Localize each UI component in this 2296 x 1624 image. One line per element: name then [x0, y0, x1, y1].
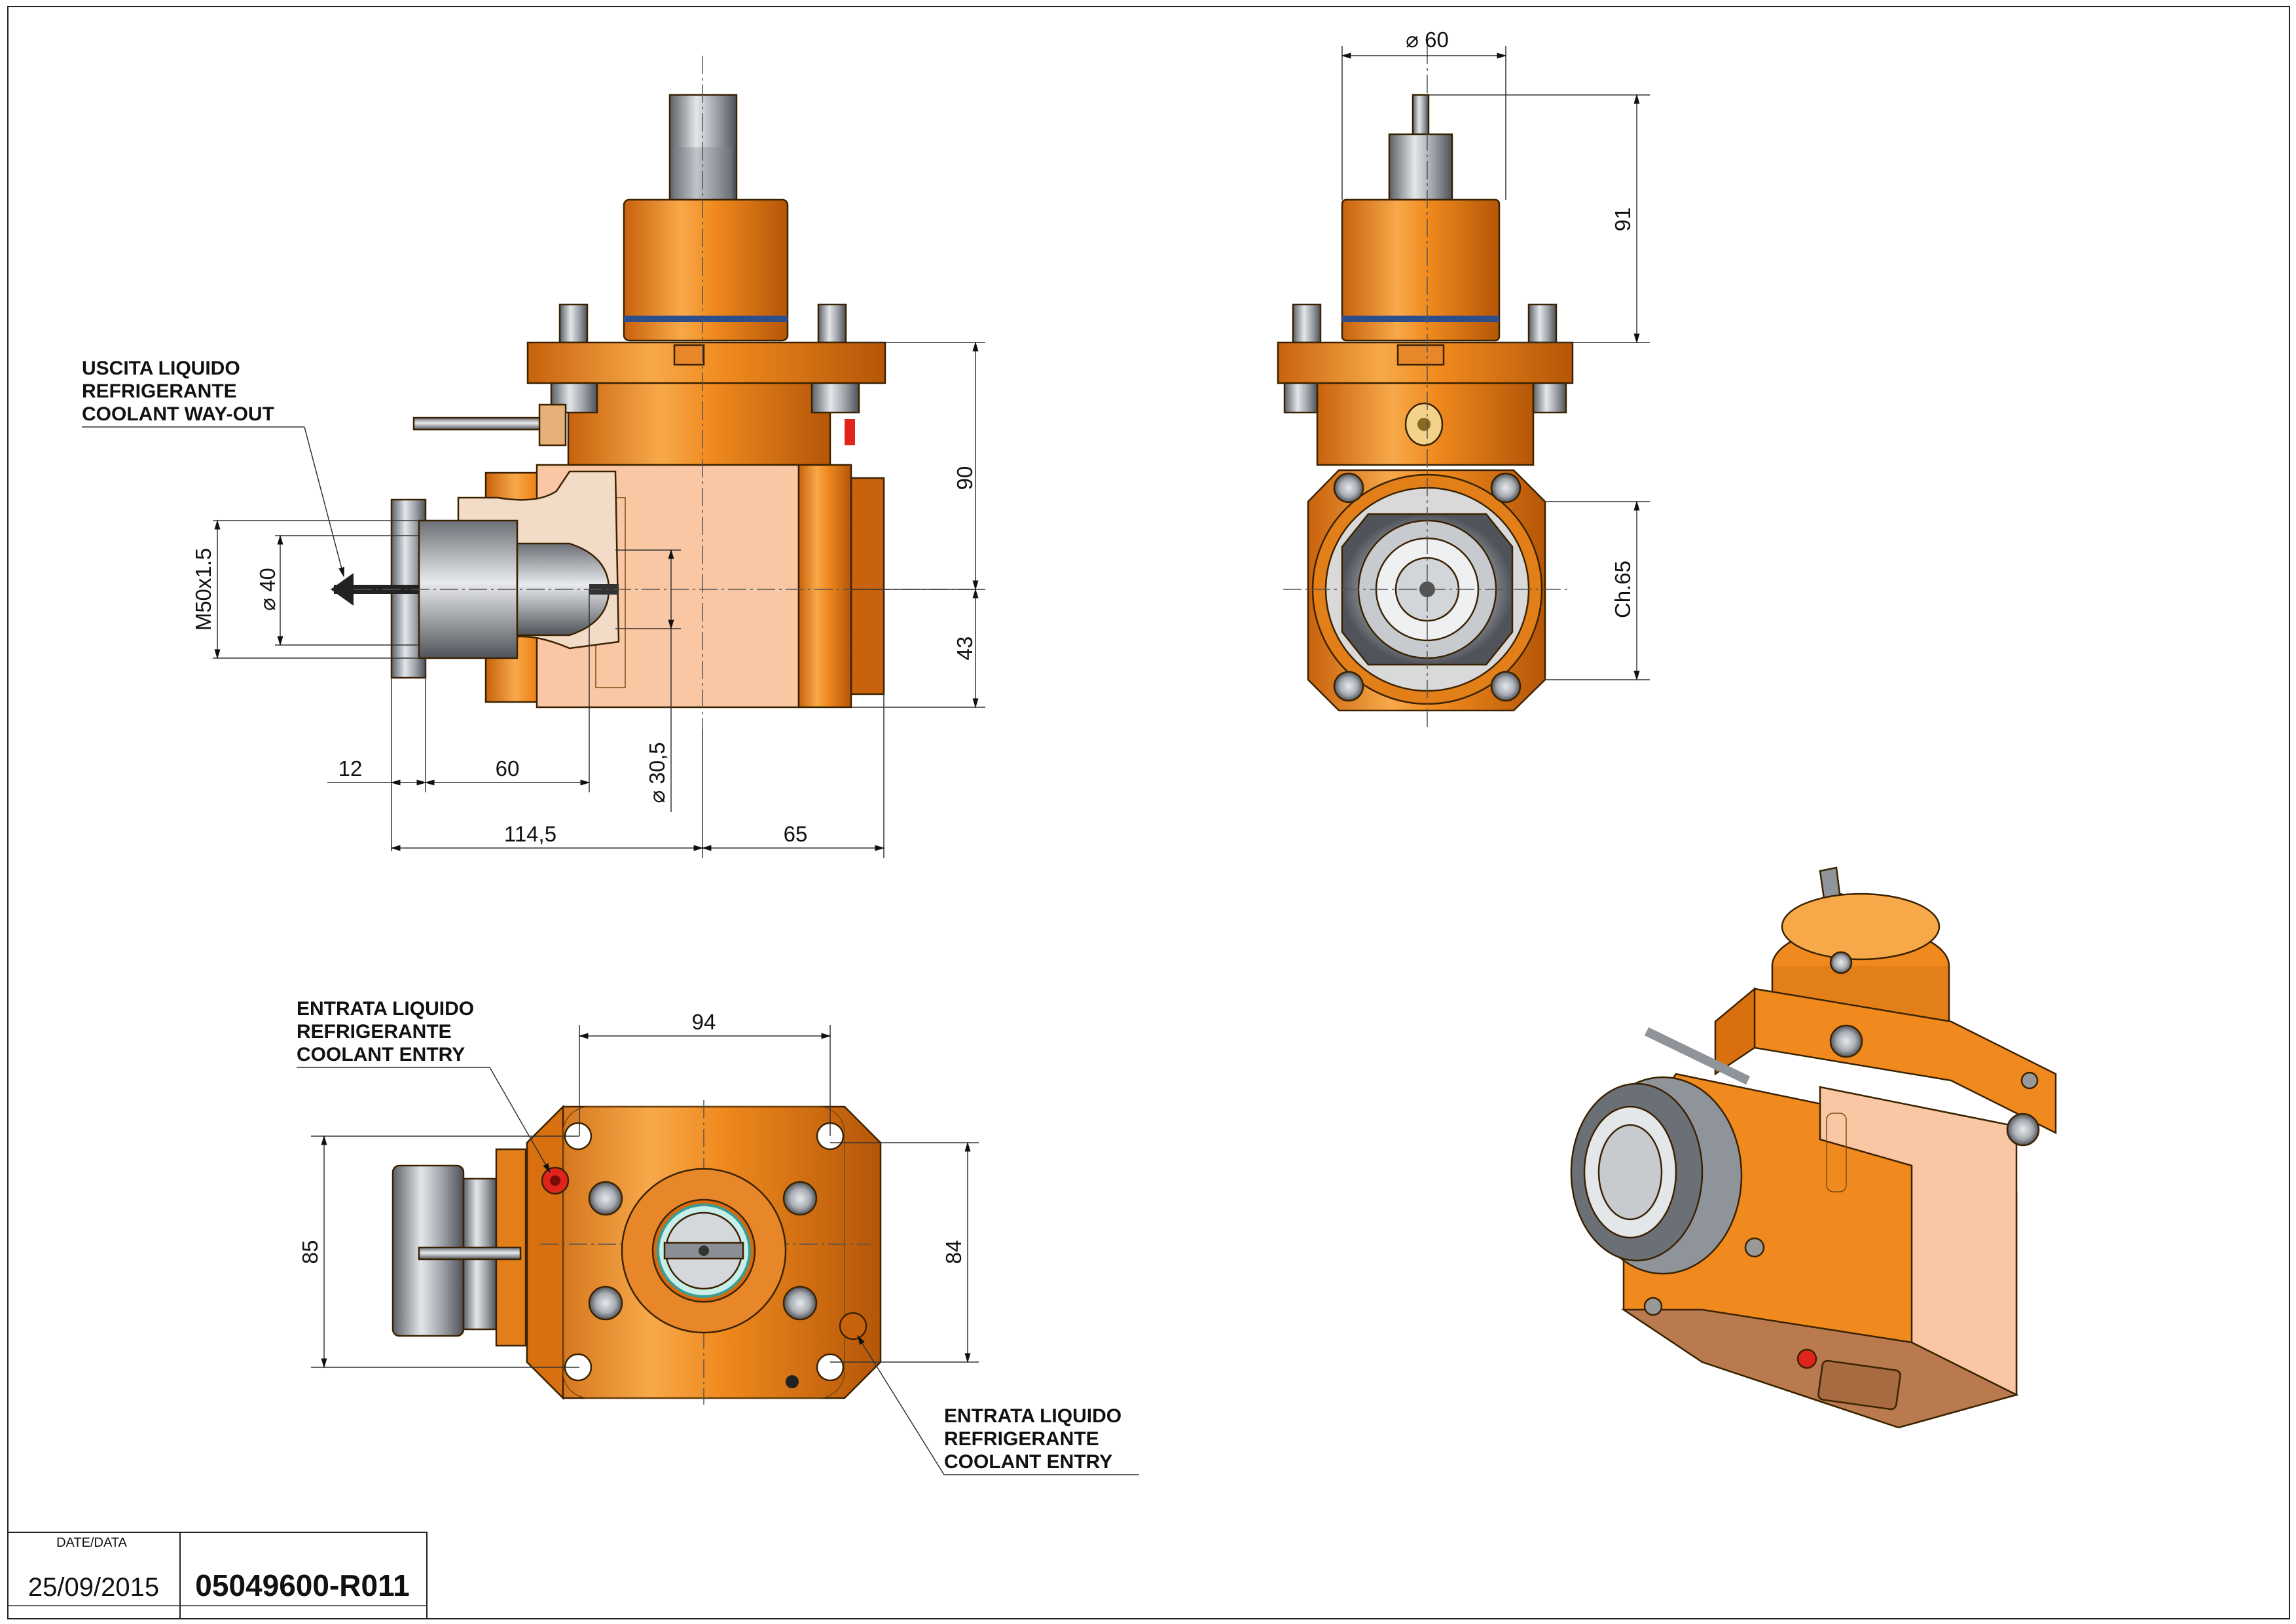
svg-text:COOLANT ENTRY: COOLANT ENTRY: [297, 1044, 465, 1065]
sheet-border: [7, 6, 2290, 1619]
dim-m50: M50x1.5: [191, 548, 215, 631]
dim-90: 90: [953, 466, 977, 490]
svg-text:ENTRATA LIQUIDO: ENTRATA LIQUIDO: [297, 998, 474, 1020]
dim-65: 65: [784, 822, 808, 846]
date-label: DATE/DATA: [56, 1536, 127, 1550]
top-view-dimensions: 94 85 84: [298, 1010, 979, 1369]
note-coolant-entry-2: ENTRATA LIQUIDO REFRIGERANTE COOLANT ENT…: [857, 1335, 1139, 1475]
svg-text:ENTRATA LIQUIDO: ENTRATA LIQUIDO: [944, 1405, 1121, 1427]
dim-84: 84: [941, 1240, 966, 1264]
top-view: [392, 1100, 882, 1405]
svg-text:REFRIGERANTE: REFRIGERANTE: [944, 1428, 1099, 1450]
dim-dia60: ⌀ 60: [1406, 28, 1449, 52]
front-view: [1277, 46, 1574, 730]
date-value: 25/09/2015: [28, 1573, 159, 1602]
svg-text:COOLANT WAY-OUT: COOLANT WAY-OUT: [82, 403, 274, 425]
arrow-left-icon: [331, 573, 354, 606]
dim-dia30: ⌀ 30,5: [645, 742, 669, 803]
dim-dia40: ⌀ 40: [255, 568, 280, 611]
dim-ch65: Ch.65: [1611, 561, 1635, 618]
drawing-code: 05049600-R011: [195, 1568, 409, 1602]
dim-85: 85: [298, 1240, 322, 1264]
svg-text:REFRIGERANTE: REFRIGERANTE: [297, 1021, 452, 1043]
svg-text:USCITA LIQUIDO: USCITA LIQUIDO: [82, 358, 240, 379]
dim-91: 91: [1611, 208, 1635, 232]
dim-43: 43: [953, 637, 977, 661]
title-block: DATE/DATA 25/09/2015 05049600-R011: [7, 1532, 428, 1619]
coolant-port-icon: [839, 1312, 867, 1340]
svg-text:REFRIGERANTE: REFRIGERANTE: [82, 380, 237, 402]
dim-114: 114,5: [504, 822, 556, 846]
note-coolant-entry-1: ENTRATA LIQUIDO REFRIGERANTE COOLANT ENT…: [297, 998, 551, 1173]
side-view-dimensions: 90 43 M50x1.5 ⌀ 40 12 60 ⌀ 30,5 114,5 65: [191, 341, 985, 858]
isometric-view: [1570, 866, 2057, 1429]
dim-60: 60: [496, 756, 520, 781]
side-view: [331, 56, 975, 730]
dim-12: 12: [338, 756, 363, 781]
dim-94: 94: [692, 1010, 716, 1034]
svg-text:COOLANT ENTRY: COOLANT ENTRY: [944, 1451, 1112, 1473]
front-view-dimensions: ⌀ 60 91 Ch.65: [1341, 28, 1650, 681]
note-coolant-way-out: USCITA LIQUIDO REFRIGERANTE COOLANT WAY-…: [82, 358, 344, 578]
